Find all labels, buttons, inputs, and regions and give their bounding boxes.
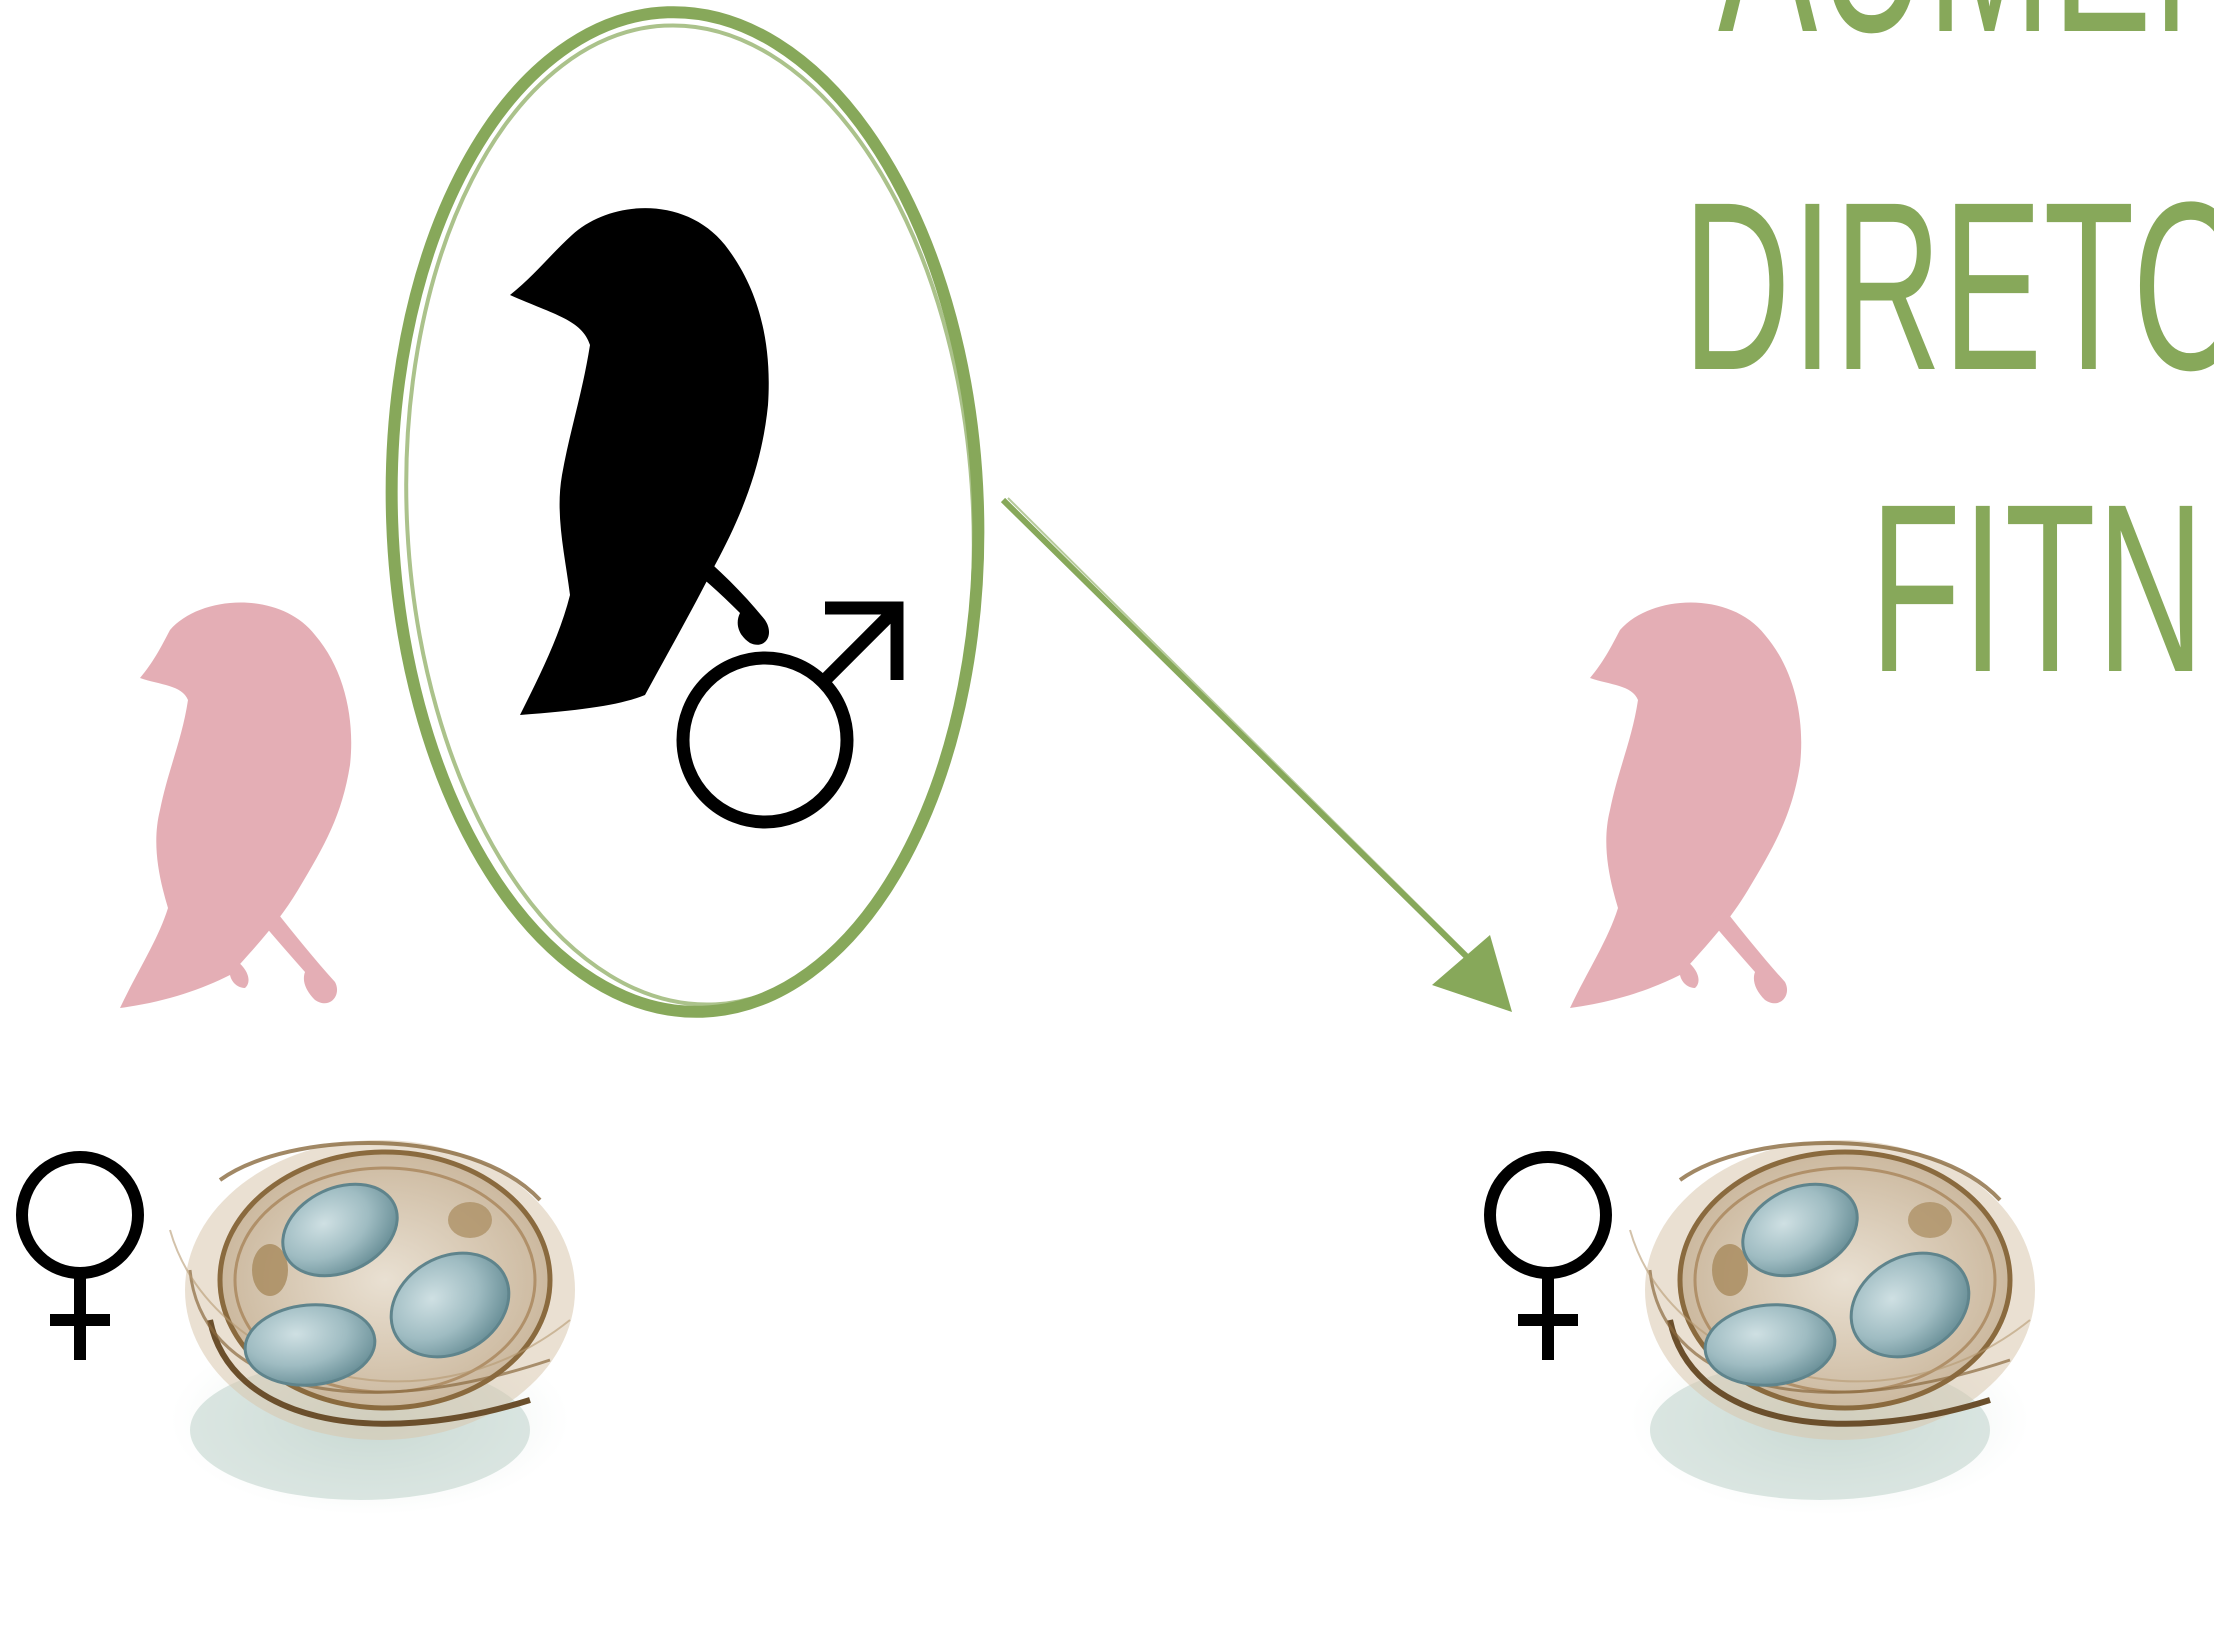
title-line-3: FITNE [1870,450,2214,726]
male-symbol-icon [683,608,897,822]
right-nest-icon [1630,1140,2035,1515]
left-female-symbol-icon [22,1157,138,1360]
right-female-symbol-icon [1490,1157,1606,1360]
left-nest-icon [170,1140,575,1515]
right-female-bird-icon [1570,603,1801,1009]
male-bird-icon [510,208,769,715]
left-female-bird-icon [120,603,351,1009]
title-line-1: AUMEN [1718,0,2214,86]
arrow-icon [1003,498,1512,1012]
title-line-2: DIRETO [1683,148,2214,424]
